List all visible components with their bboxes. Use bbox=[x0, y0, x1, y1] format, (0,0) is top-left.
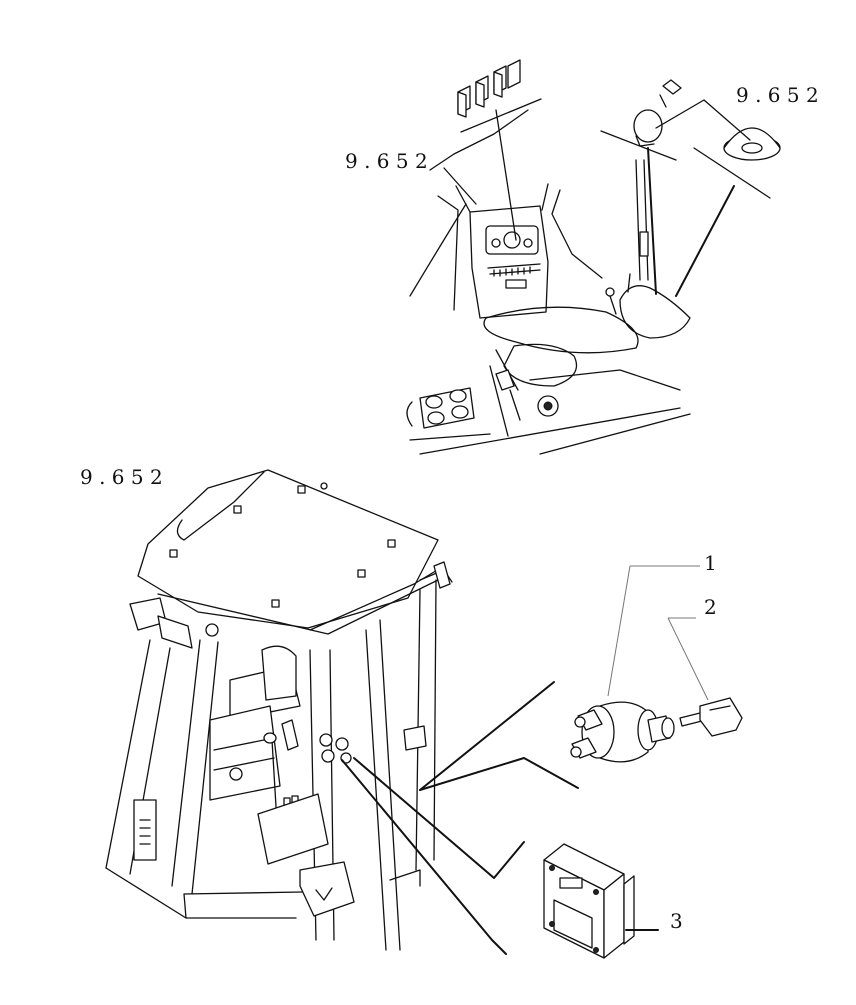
part-3-control-unit bbox=[543, 843, 659, 959]
control-lever bbox=[605, 159, 691, 339]
leader-to-ecu bbox=[353, 757, 525, 879]
leader-to-key-switch bbox=[419, 757, 579, 791]
part-2-key bbox=[667, 617, 743, 737]
callout-3: 3 bbox=[670, 909, 683, 933]
callout-2: 2 bbox=[704, 595, 717, 619]
part-1-ignition-switch bbox=[570, 565, 700, 763]
instrument-console bbox=[409, 183, 603, 319]
leader-to-ecu bbox=[341, 759, 507, 955]
section-divider bbox=[460, 98, 542, 133]
leader-to-key-switch bbox=[419, 681, 555, 791]
cab-roof bbox=[137, 469, 439, 629]
key-switch-detail bbox=[633, 79, 781, 161]
ref-label-cab-roof: 9 . 6 5 2 bbox=[80, 465, 163, 489]
operator-seat bbox=[483, 306, 681, 437]
cab-assembly: 9 . 6 5 2 bbox=[80, 465, 579, 955]
rocker-switches-detail bbox=[457, 59, 521, 118]
ref-label-keypad-switches: 9 . 6 5 2 bbox=[345, 149, 428, 173]
callout-1: 1 bbox=[704, 551, 717, 575]
ref-label-key-switch: 9 . 6 5 2 bbox=[736, 83, 819, 107]
keypad-detail bbox=[406, 387, 475, 429]
section-divider bbox=[693, 147, 771, 199]
section-divider bbox=[600, 130, 677, 161]
dashboard-detail-view: 9 . 6 5 2 9 . 6 5 2 bbox=[345, 59, 819, 455]
